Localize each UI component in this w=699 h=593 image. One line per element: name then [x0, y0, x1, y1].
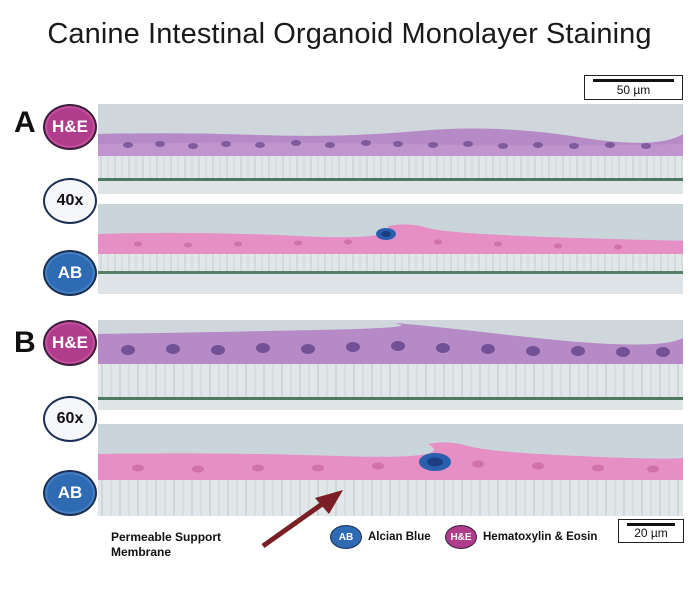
- panel-letter-a: A: [14, 106, 36, 139]
- legend-he-badge: H&E: [445, 525, 477, 549]
- legend-ab-badge: AB: [330, 525, 362, 549]
- scale-bar-label: 20 µm: [634, 526, 668, 540]
- panel-letter-b: B: [14, 326, 36, 359]
- magnification-badge-60x: 60x: [43, 396, 97, 442]
- legend-ab-label: Alcian Blue: [368, 531, 431, 543]
- membrane-label-line1: Permeable Support: [111, 530, 222, 544]
- micrograph-ab-40x: [98, 204, 683, 294]
- micrograph-he-40x: [98, 104, 683, 194]
- micrograph-ab-60x: [98, 424, 683, 516]
- membrane-label-line2: Membrane: [111, 545, 172, 559]
- scale-bar-line: [593, 79, 674, 82]
- scale-bar-line: [627, 523, 675, 526]
- legend-he: H&E Hematoxylin & Eosin: [445, 525, 597, 549]
- legend-alcian-blue: AB Alcian Blue: [330, 525, 431, 549]
- scale-bar-50um: 50 µm: [584, 75, 683, 100]
- ab-stain-badge-b: AB: [43, 470, 97, 516]
- he-stain-badge-a: H&E: [43, 104, 97, 150]
- micrograph-he-60x: [98, 320, 683, 410]
- legend-he-label: Hematoxylin & Eosin: [483, 531, 598, 543]
- magnification-badge-40x: 40x: [43, 178, 97, 224]
- permeable-membrane-label: Permeable Support Membrane: [111, 530, 221, 560]
- figure-title: Canine Intestinal Organoid Monolayer Sta…: [47, 18, 652, 50]
- membrane-arrow: [261, 490, 343, 549]
- he-stain-badge-b: H&E: [43, 320, 97, 366]
- scale-bar-label: 50 µm: [616, 83, 651, 97]
- scale-bar-20um: 20 µm: [618, 519, 684, 543]
- ab-stain-badge-a: AB: [43, 250, 97, 296]
